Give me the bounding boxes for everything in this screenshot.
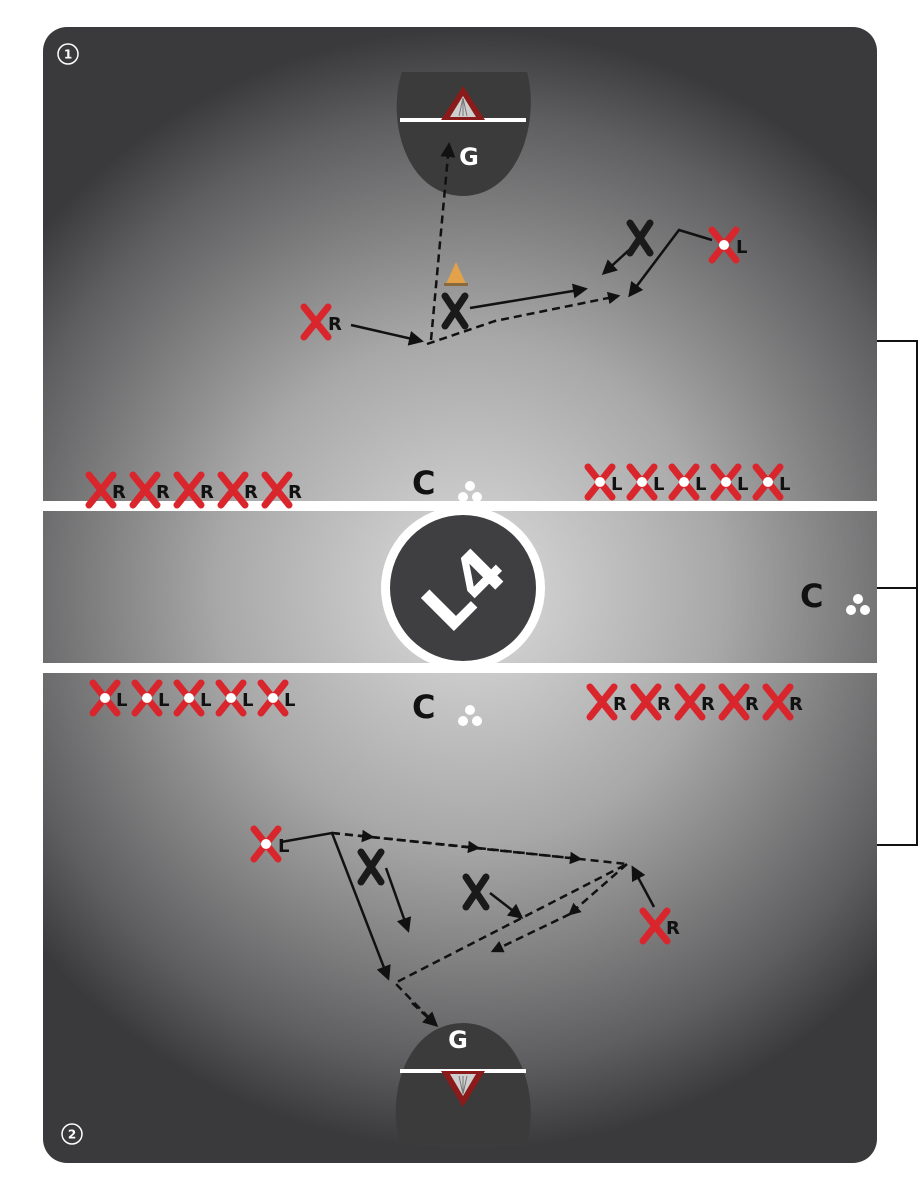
ball-icon bbox=[465, 705, 475, 715]
ball-icon bbox=[846, 605, 856, 615]
bottom-goalie-label: G bbox=[448, 1026, 468, 1054]
side-label: R bbox=[789, 694, 803, 715]
side-label: L bbox=[242, 690, 253, 711]
panel-number-1: 1 bbox=[57, 43, 79, 65]
ball-icon bbox=[458, 716, 468, 726]
waiting-player: R bbox=[678, 687, 715, 717]
coach: C bbox=[412, 688, 482, 726]
waiting-player: R bbox=[177, 475, 214, 505]
panel-number-2: 2 bbox=[61, 1123, 83, 1145]
drill-1-paths bbox=[350, 142, 713, 346]
coach-label: C bbox=[800, 577, 823, 615]
panel-number-1-text: 1 bbox=[64, 48, 72, 62]
side-label: R bbox=[156, 482, 170, 503]
coach-bracket bbox=[877, 340, 918, 846]
waiting-player: L bbox=[135, 683, 169, 713]
lines-of-players: R R R R R L L L L L L L L L L R R R R R bbox=[89, 467, 803, 717]
ball-icon bbox=[458, 492, 468, 502]
side-label: R bbox=[328, 314, 342, 335]
ball-icon bbox=[853, 594, 863, 604]
waiting-player: R bbox=[133, 475, 170, 505]
panel-number-2-text: 2 bbox=[68, 1128, 76, 1142]
waiting-player: L bbox=[756, 467, 790, 497]
drill-2-attacker-left: L bbox=[254, 829, 289, 859]
side-label: L bbox=[779, 474, 790, 495]
waiting-player: L bbox=[93, 683, 127, 713]
ball-icon bbox=[465, 481, 475, 491]
midfield-line-top bbox=[43, 501, 877, 511]
side-label: L bbox=[284, 690, 295, 711]
side-label: R bbox=[112, 482, 126, 503]
waiting-player: L bbox=[261, 683, 295, 713]
side-label: R bbox=[244, 482, 258, 503]
side-label: R bbox=[200, 482, 214, 503]
top-goalie-label: G bbox=[459, 143, 479, 171]
waiting-player: R bbox=[265, 475, 302, 505]
waiting-player: R bbox=[221, 475, 258, 505]
cone-icon bbox=[444, 262, 468, 286]
waiting-player: R bbox=[89, 475, 126, 505]
waiting-player: L bbox=[714, 467, 748, 497]
coach-label: C bbox=[412, 688, 435, 726]
waiting-player: L bbox=[588, 467, 622, 497]
side-label: L bbox=[200, 690, 211, 711]
waiting-player: L bbox=[177, 683, 211, 713]
top-crease: G bbox=[396, 72, 531, 196]
side-label: L bbox=[736, 237, 747, 258]
side-label: R bbox=[613, 694, 627, 715]
side-label: L bbox=[116, 690, 127, 711]
coach: C bbox=[412, 464, 482, 502]
side-label: R bbox=[657, 694, 671, 715]
ball-icon bbox=[472, 492, 482, 502]
waiting-player: L bbox=[630, 467, 664, 497]
waiting-player: R bbox=[590, 687, 627, 717]
side-label: R bbox=[288, 482, 302, 503]
side-label: R bbox=[701, 694, 715, 715]
side-label: L bbox=[278, 836, 289, 857]
ball-icon bbox=[472, 716, 482, 726]
side-label: R bbox=[666, 918, 680, 939]
waiting-player: R bbox=[634, 687, 671, 717]
drill-2-paths bbox=[280, 829, 656, 1028]
side-label: L bbox=[737, 474, 748, 495]
drill-1-attacker-right: R bbox=[304, 307, 342, 337]
bottom-crease: G bbox=[395, 1023, 531, 1144]
coach-label: C bbox=[412, 464, 435, 502]
waiting-player: L bbox=[672, 467, 706, 497]
coaches: C C C bbox=[412, 464, 870, 726]
side-label: L bbox=[653, 474, 664, 495]
side-label: R bbox=[745, 694, 759, 715]
drill-2-attacker-right: R bbox=[643, 911, 680, 941]
side-label: L bbox=[158, 690, 169, 711]
drill-1-attacker-left: L bbox=[712, 230, 747, 260]
side-label: L bbox=[695, 474, 706, 495]
coach: C bbox=[800, 577, 870, 615]
center-logo: L4 bbox=[381, 506, 545, 670]
ball-icon bbox=[860, 605, 870, 615]
waiting-player: L bbox=[219, 683, 253, 713]
side-label: L bbox=[611, 474, 622, 495]
waiting-player: R bbox=[722, 687, 759, 717]
waiting-player: R bbox=[766, 687, 803, 717]
